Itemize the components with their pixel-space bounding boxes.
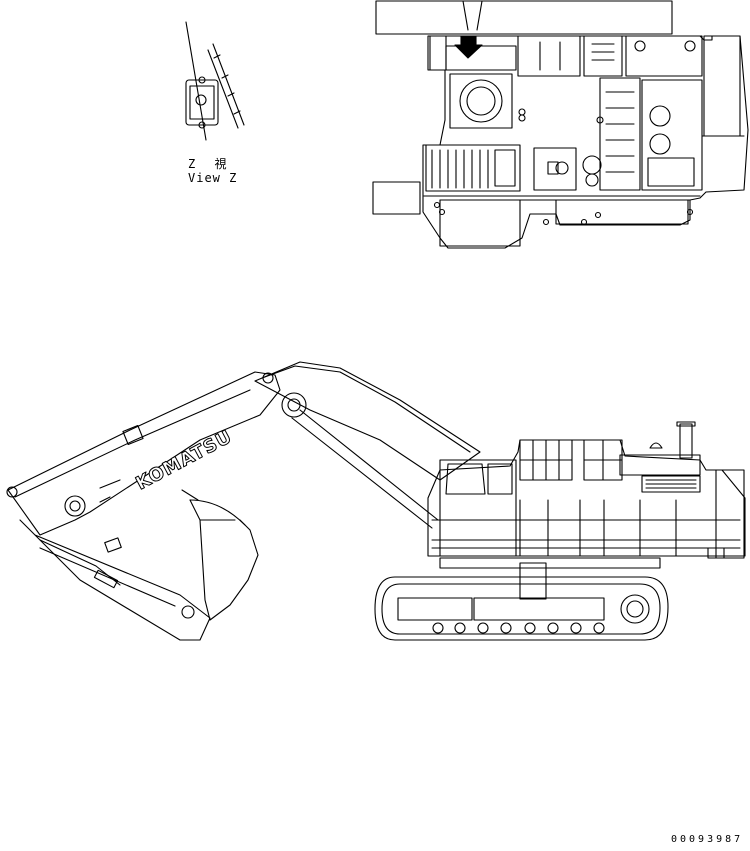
brand-text: KOMATSU xyxy=(132,426,235,494)
arm xyxy=(7,372,280,552)
side-view: KOMATSU xyxy=(7,362,745,640)
view-z-arrow xyxy=(455,1,482,58)
komatsu-logo: KOMATSU xyxy=(132,426,236,495)
drawing-number: 00093987 xyxy=(671,834,744,845)
leader-box-top xyxy=(376,1,672,34)
top-view xyxy=(373,1,748,248)
boom xyxy=(255,362,480,528)
operator-cab xyxy=(440,460,516,556)
bucket xyxy=(182,490,258,620)
upper-structure xyxy=(428,422,745,558)
view-z-title-en: View Z xyxy=(188,171,238,185)
bucket-linkage xyxy=(20,520,210,640)
view-z-title-jp: Z 視 xyxy=(188,157,233,171)
view-z-detail xyxy=(186,22,244,140)
crawler-track xyxy=(375,558,668,640)
leader-box-left xyxy=(373,182,420,214)
